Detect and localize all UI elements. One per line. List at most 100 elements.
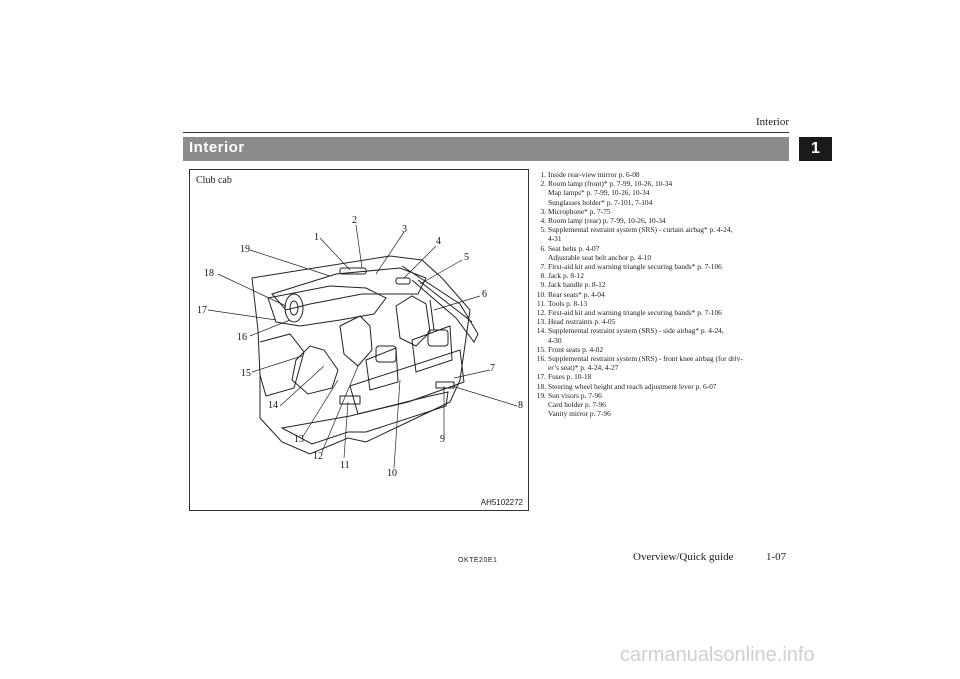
- callout-2: 2: [352, 215, 357, 226]
- list-item-text: er’s seat)* p. 4-24, 4-27: [548, 363, 619, 373]
- list-item: 2.Room lamp (front)* p. 7-99, 10-26, 10-…: [536, 179, 788, 207]
- callout-16: 16: [237, 332, 247, 343]
- interior-illustration: 1 2 3 4 5 6 7 8 9 10 11 12 13 14 15 16 1…: [197, 215, 523, 479]
- list-item-number: 7.: [540, 262, 546, 272]
- callout-4: 4: [436, 236, 441, 247]
- steering-wheel: [284, 293, 304, 323]
- callout-11: 11: [340, 460, 350, 471]
- section-bar: Interior: [183, 137, 789, 161]
- callout-6: 6: [482, 289, 487, 300]
- callout-12: 12: [313, 451, 323, 462]
- list-item-text: First-aid kit and warning triangle secur…: [548, 308, 722, 318]
- section-title: Interior: [189, 139, 245, 156]
- list-item-text: Microphone* p. 7-75: [548, 206, 611, 216]
- curtain-airbag-strip: [417, 279, 473, 323]
- list-item-number: 16.: [536, 354, 546, 364]
- callout-17: 17: [197, 305, 207, 316]
- list-item-text: Jack handle p. 8-12: [548, 280, 606, 290]
- list-item: 3.Microphone* p. 7-75: [536, 207, 788, 216]
- list-item-text: Fuses p. 10-18: [548, 372, 592, 382]
- list-item-text: Card holder p. 7-96: [548, 400, 606, 410]
- figure-code: AH5102272: [480, 498, 523, 507]
- list-item-number: 11.: [537, 298, 546, 308]
- list-item-number: 13.: [536, 317, 546, 327]
- list-item: 13.Head restraints p. 4-05: [536, 317, 788, 326]
- list-item-text: Vanity mirror p. 7-96: [548, 409, 611, 419]
- figure-caption: Club cab: [196, 175, 232, 186]
- front-seat-right: [395, 295, 431, 347]
- list-item-text: Room lamp (front)* p. 7-99, 10-26, 10-34: [548, 179, 673, 189]
- list-item-number: 1.: [540, 170, 546, 179]
- list-item-text: Tools p. 8-13: [548, 298, 588, 308]
- cab-body-outline: [251, 255, 471, 455]
- list-item: 11.Tools p. 8-13: [536, 299, 788, 308]
- list-item-number: 8.: [540, 271, 546, 281]
- list-item-text: Map lamps* p. 7-99, 10-26, 10-34: [548, 188, 650, 198]
- windshield: [271, 267, 427, 311]
- list-item: 9.Jack handle p. 8-12: [536, 280, 788, 289]
- footer-code: OKTE20E1: [458, 557, 498, 564]
- list-item-text: First-aid kit and warning triangle secur…: [548, 262, 722, 272]
- seat-belt: [429, 299, 435, 331]
- list-item-text: Sunglasses holder* p. 7-101, 7-104: [548, 197, 653, 207]
- header-rule: [183, 132, 789, 133]
- list-item: 8.Jack p. 8-12: [536, 271, 788, 280]
- list-item-text: Steering wheel height and reach adjustme…: [548, 381, 717, 391]
- list-item-text: Head restraints p. 4-05: [548, 317, 616, 327]
- list-item-text: 4-30: [548, 335, 562, 345]
- list-item: 5.Supplemental restraint system (SRS) - …: [536, 225, 788, 243]
- list-item-text: Jack p. 8-12: [548, 271, 584, 281]
- list-item: 14.Supplemental restraint system (SRS) -…: [536, 326, 788, 344]
- list-item-number: 14.: [536, 326, 546, 336]
- list-item: 10.Rear seats* p. 4-04: [536, 290, 788, 299]
- list-item-number: 12.: [536, 308, 546, 318]
- list-item-text: Supplemental restraint system (SRS) - cu…: [548, 225, 733, 235]
- interior-figure: 1 2 3 4 5 6 7 8 9 10 11 12 13 14 15 16 1…: [189, 169, 529, 511]
- list-item-text: Rear seats* p. 4-04: [548, 289, 605, 299]
- list-item: 1.Inside rear-view mirror p. 6-08: [536, 170, 788, 179]
- roof-rail: [401, 265, 479, 343]
- list-item-number: 2.: [540, 179, 546, 189]
- rear-seat: [349, 349, 465, 415]
- list-item-text: Supplemental restraint system (SRS) - fr…: [548, 354, 743, 364]
- list-item-text: Seat belts p. 4-07: [548, 243, 600, 253]
- callout-14: 14: [268, 400, 278, 411]
- head-restraint-left: [375, 345, 397, 363]
- list-item: 16.Supplemental restraint system (SRS) -…: [536, 354, 788, 372]
- jack: [435, 381, 455, 389]
- list-item-number: 17.: [536, 372, 546, 382]
- rear-view-mirror: [339, 267, 367, 275]
- callout-5: 5: [464, 252, 469, 263]
- list-item: 12.First-aid kit and warning triangle se…: [536, 308, 788, 317]
- callout-18: 18: [204, 268, 214, 279]
- list-item-text: Room lamp (rear) p. 7-99, 10-26, 10-34: [548, 216, 666, 226]
- list-item-number: 10.: [536, 289, 546, 299]
- list-item-text: Adjustable seat belt anchor p. 4-10: [548, 252, 652, 262]
- callout-19: 19: [240, 244, 250, 255]
- list-item: 7.First-aid kit and warning triangle sec…: [536, 262, 788, 271]
- list-item: 15.Front seats p. 4-02: [536, 345, 788, 354]
- list-item-number: 15.: [536, 344, 546, 354]
- callout-3: 3: [402, 224, 407, 235]
- callout-9: 9: [440, 434, 445, 445]
- list-item-number: 6.: [540, 243, 546, 253]
- callout-7: 7: [490, 363, 495, 374]
- page-number: 1-07: [766, 551, 787, 563]
- callout-1: 1: [314, 232, 319, 243]
- list-item: 18.Steering wheel height and reach adjus…: [536, 382, 788, 391]
- list-item-text: 4-31: [548, 234, 562, 244]
- chapter-tab: 1: [799, 137, 832, 161]
- cab-floor: [280, 391, 449, 445]
- dashboard: [267, 285, 387, 327]
- list-item: 4.Room lamp (rear) p. 7-99, 10-26, 10-34: [536, 216, 788, 225]
- footer-section: Overview/Quick guide: [633, 551, 734, 563]
- list-item-number: 3.: [540, 206, 546, 216]
- callout-15: 15: [241, 368, 251, 379]
- list-item: 17.Fuses p. 10-18: [536, 372, 788, 381]
- room-lamp-rear: [395, 277, 411, 285]
- list-item-text: Supplemental restraint system (SRS) - si…: [548, 326, 724, 336]
- callout-10: 10: [387, 468, 397, 479]
